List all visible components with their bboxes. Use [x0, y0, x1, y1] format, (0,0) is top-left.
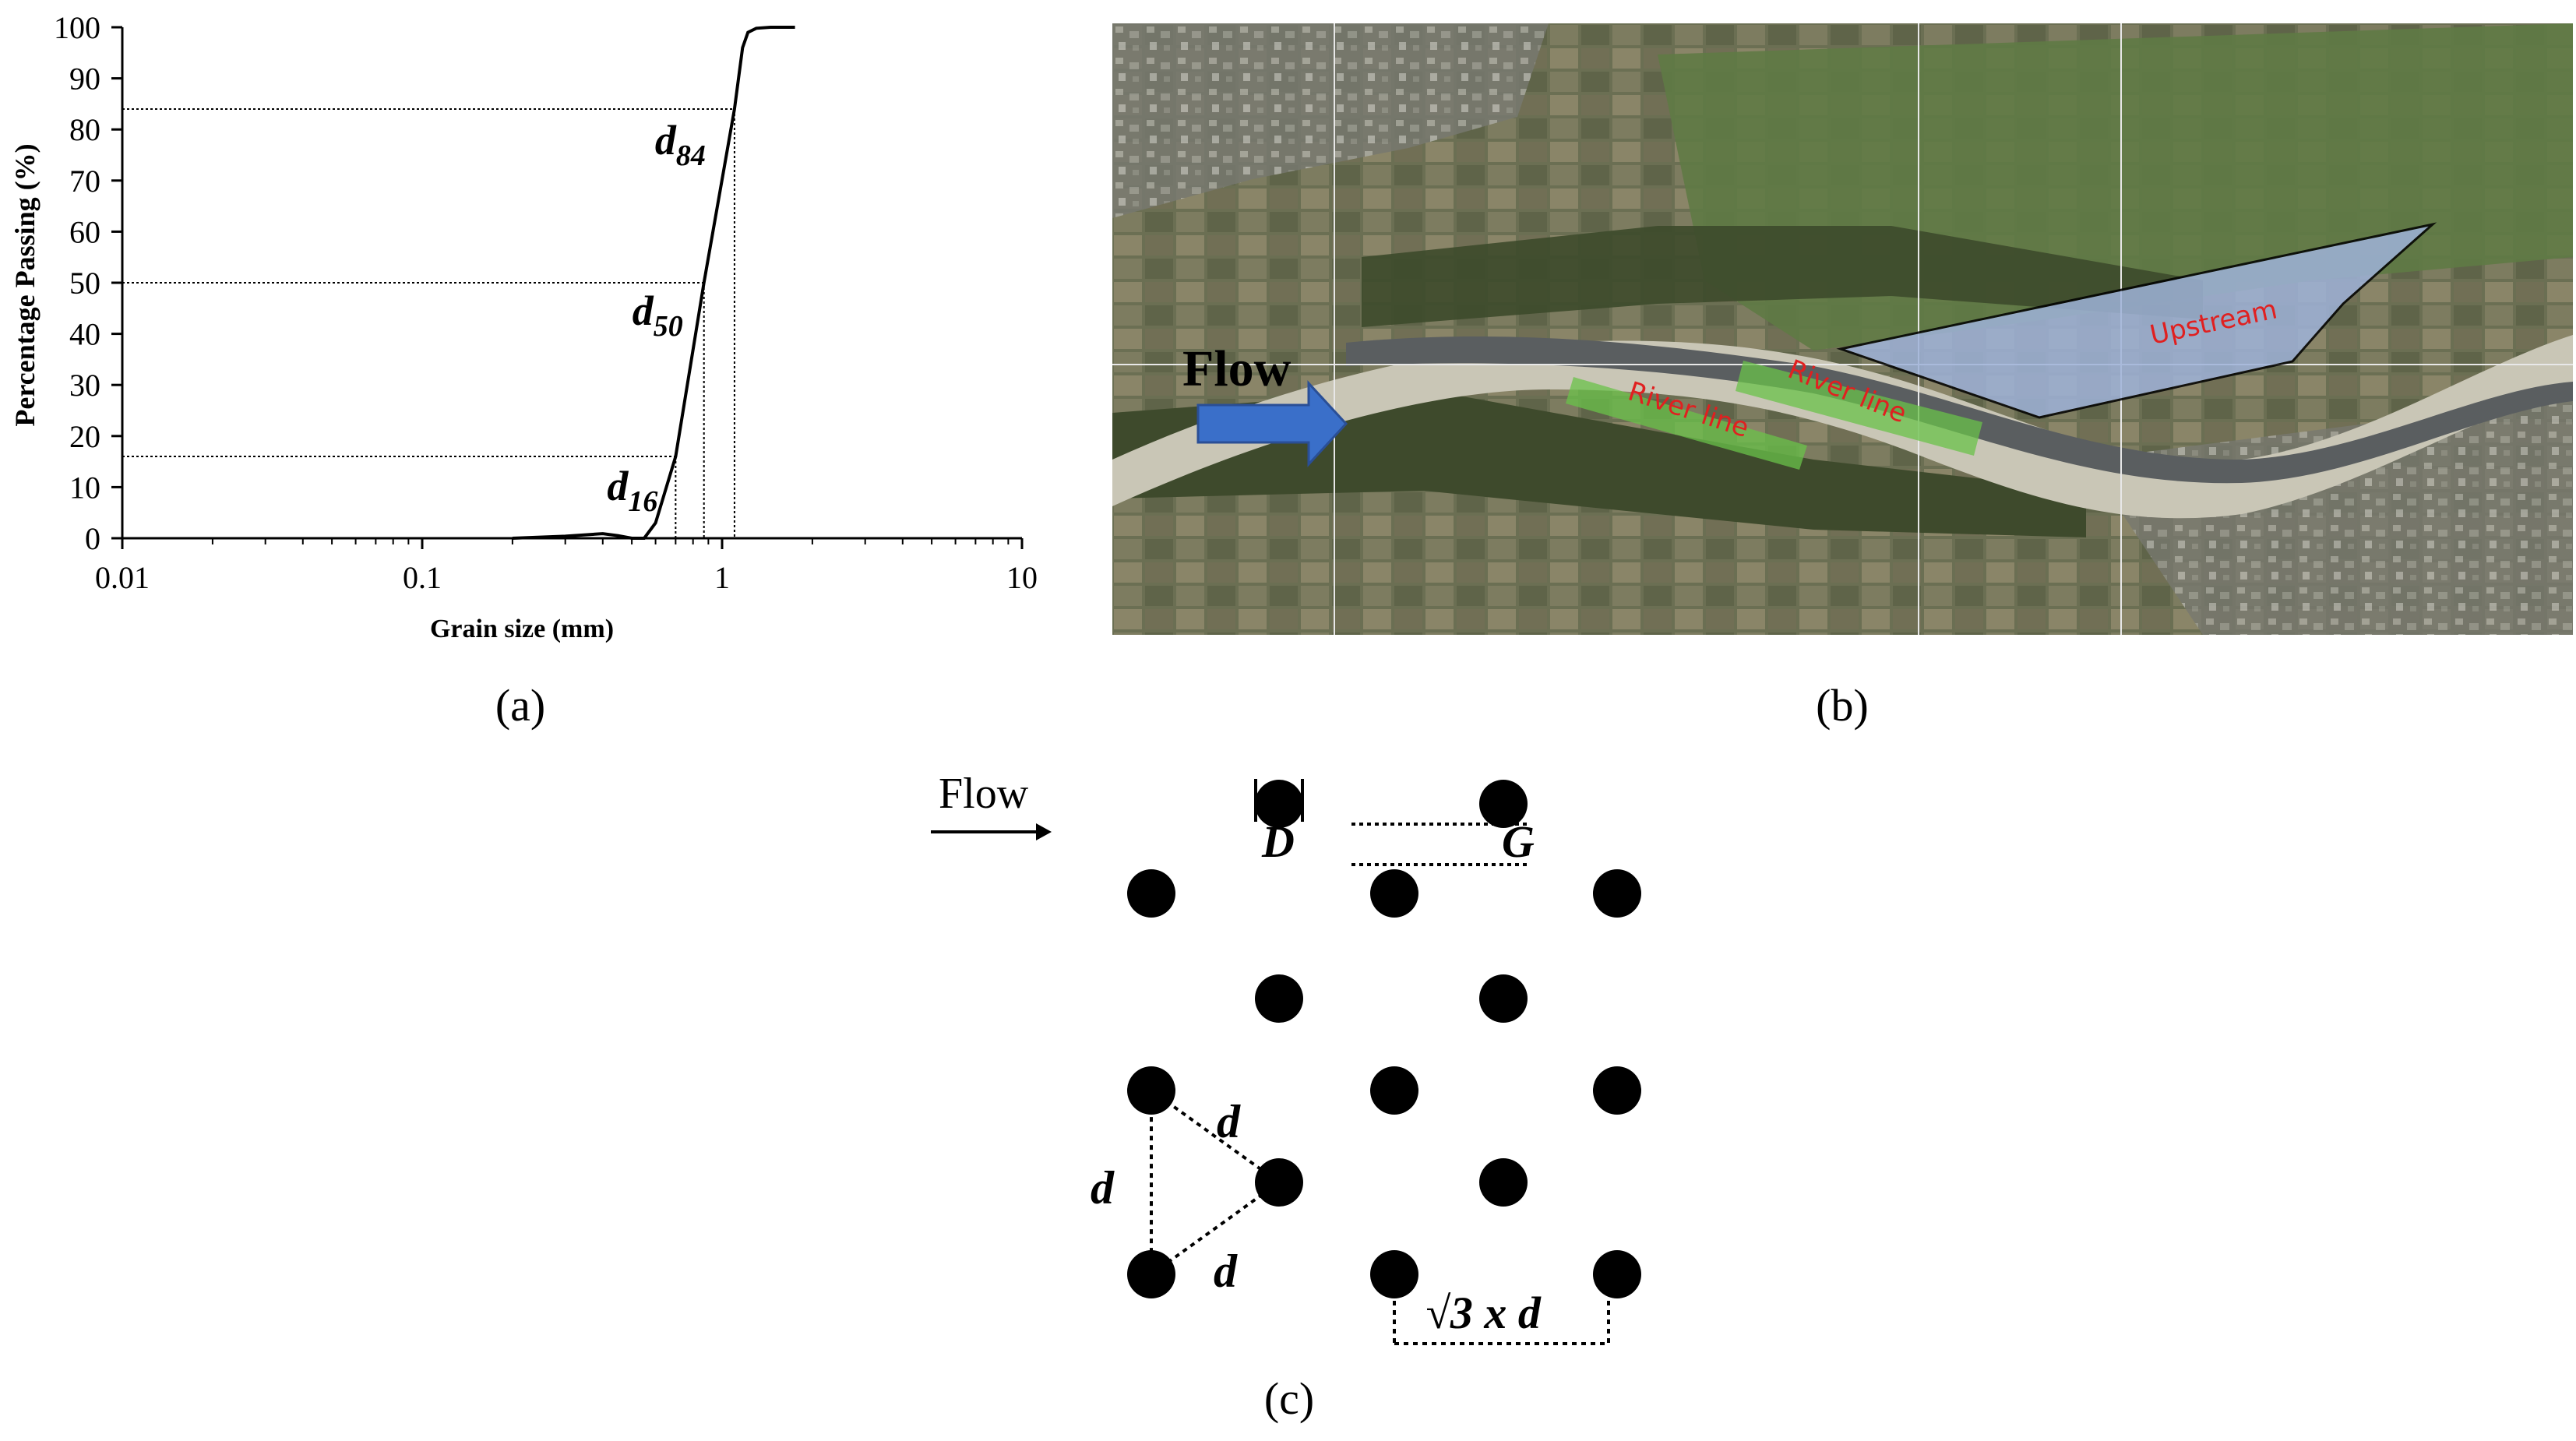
cylinder — [1593, 1066, 1641, 1115]
cylinder — [1370, 1250, 1418, 1298]
d-label-top: d — [1217, 1096, 1241, 1147]
cylinder — [1370, 869, 1418, 918]
cylinder — [1255, 1158, 1303, 1207]
x-tick-label: 0.1 — [403, 560, 442, 595]
cylinder-arrangement-diagram: Flow D G d d d √3 x d (c) — [931, 770, 1641, 1424]
river-line-band-2 — [1736, 361, 1982, 456]
caption-b: (b) — [1816, 680, 1869, 731]
forest-band-south — [1112, 389, 2086, 537]
chart-tick-labels: 0 10 20 30 40 50 60 70 80 90 100 0.01 0.1 1 10 — [54, 10, 1038, 595]
town-area-south — [2086, 397, 2573, 635]
spacing-label: √3 x d — [1425, 1288, 1542, 1338]
cylinder — [1593, 869, 1641, 918]
x-axis-title: Grain size (mm) — [430, 615, 614, 643]
chart-axes — [111, 26, 1024, 549]
y-axis-title: Percentage Passing (%) — [9, 143, 41, 426]
y-tick-label: 90 — [69, 62, 100, 97]
diameter-label: D — [1261, 816, 1295, 867]
cylinder — [1370, 1066, 1418, 1115]
cylinder-array — [1127, 780, 1641, 1298]
cylinder — [1127, 869, 1175, 918]
town-area-north — [1112, 23, 1549, 218]
caption-c: (c) — [1264, 1373, 1314, 1424]
y-tick-label: 100 — [54, 10, 100, 45]
y-tick-label: 80 — [69, 112, 100, 147]
y-tick-label: 20 — [69, 419, 100, 454]
x-tick-label: 1 — [714, 560, 730, 595]
y-tick-label: 50 — [69, 266, 100, 301]
x-tick-label: 0.01 — [95, 560, 150, 595]
caption-a: (a) — [495, 680, 546, 731]
flow-arrow — [1196, 380, 1348, 467]
river-channel — [1346, 336, 2573, 484]
y-tick-label: 40 — [69, 317, 100, 352]
cylinder — [1479, 974, 1528, 1023]
x-tick-label: 10 — [1006, 560, 1038, 595]
cylinder — [1255, 780, 1303, 828]
upstream-region — [1836, 222, 2437, 419]
cylinder — [1479, 780, 1528, 828]
percentile-label: d50 — [633, 287, 683, 343]
y-tick-label: 0 — [85, 521, 100, 556]
y-tick-label: 60 — [69, 214, 100, 249]
y-tick-label: 70 — [69, 164, 100, 199]
cylinder — [1479, 1158, 1528, 1207]
d-label-bottom: d — [1214, 1245, 1238, 1297]
flow-arrow-c — [931, 823, 1052, 840]
grain-size-curve — [512, 26, 795, 540]
aerial-map: Upstream River line River line Flow — [1112, 23, 2573, 635]
chart-annotations: d84 d50 d16 — [607, 117, 706, 518]
y-tick-label: 10 — [69, 470, 100, 505]
percentile-label: d16 — [607, 463, 657, 518]
forest-band-north — [1362, 226, 2203, 327]
chart-guide-lines — [122, 107, 735, 538]
flow-label: Flow — [1182, 340, 1292, 397]
y-tick-label: 30 — [69, 368, 100, 403]
cylinder — [1593, 1250, 1641, 1298]
gap-label: G — [1502, 816, 1535, 867]
spacing-triangle — [1150, 1087, 1282, 1277]
flow-label-c: Flow — [939, 770, 1029, 818]
percentile-label: d84 — [655, 117, 706, 172]
cylinder — [1255, 974, 1303, 1023]
cylinder — [1127, 1250, 1175, 1298]
river-line-band-1 — [1566, 377, 1807, 470]
d-label-left: d — [1091, 1162, 1115, 1214]
